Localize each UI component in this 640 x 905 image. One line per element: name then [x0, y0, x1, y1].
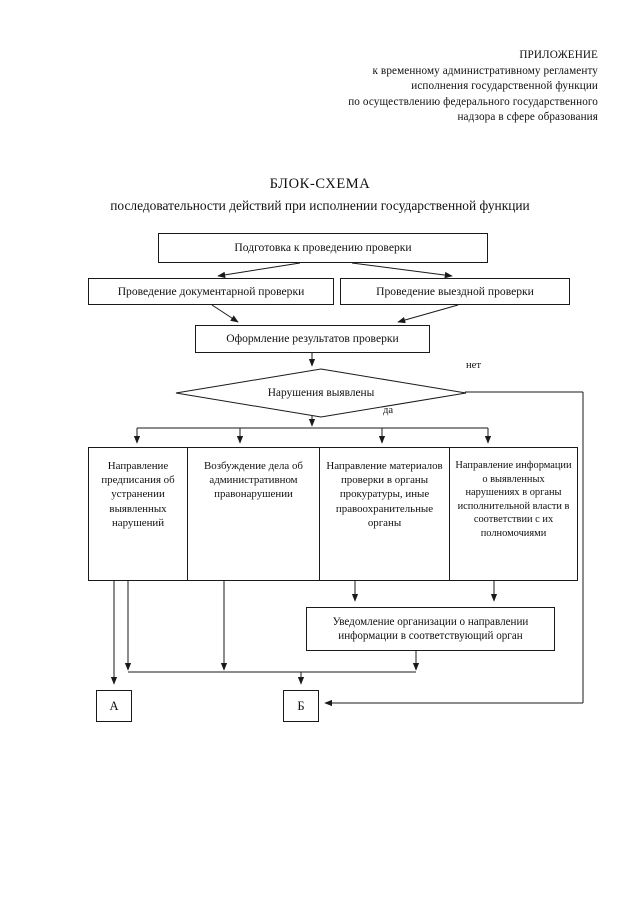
terminal-b: Б: [283, 690, 319, 722]
header-line-5: надзора в сфере образования: [457, 111, 598, 124]
terminal-a: А: [96, 690, 132, 722]
appendix-header: ПРИЛОЖЕНИЕ к временному административном…: [178, 48, 598, 126]
page-subtitle: последовательности действий при исполнен…: [110, 198, 530, 213]
node-notification: Уведомление организации о направлении ин…: [306, 607, 555, 651]
branch-label-yes: да: [383, 405, 394, 416]
node-preparation: Подготовка к проведению проверки: [158, 233, 488, 263]
document-title-block: БЛОК-СХЕМА последовательности действий п…: [0, 176, 640, 214]
header-line-4: по осуществлению федерального государств…: [348, 95, 598, 108]
node-action-prescription: Направление предписания об устранении вы…: [88, 447, 188, 581]
header-line-1: ПРИЛОЖЕНИЕ: [519, 49, 598, 61]
branch-label-no: нет: [466, 360, 482, 371]
node-documentary-check: Проведение документарной проверки: [88, 278, 334, 305]
node-results: Оформление результатов проверки: [195, 325, 430, 353]
node-action-administrative-case: Возбуждение дела об административном пра…: [187, 447, 320, 581]
node-action-prosecutor-referral: Направление материалов проверки в органы…: [319, 447, 450, 581]
header-line-3: исполнения государственной функции: [411, 80, 598, 93]
node-field-check: Проведение выездной проверки: [340, 278, 570, 305]
node-action-executive-authority-referral: Направление информации о выявленных нару…: [449, 447, 578, 581]
node-decision-label: Нарушения выявлены: [267, 387, 375, 399]
page-title: БЛОК-СХЕМА: [269, 176, 371, 192]
node-decision-shape: [175, 368, 467, 418]
action-columns: Направление предписания об устранении вы…: [88, 447, 578, 581]
header-line-2: к временному административному регламент…: [372, 64, 598, 77]
